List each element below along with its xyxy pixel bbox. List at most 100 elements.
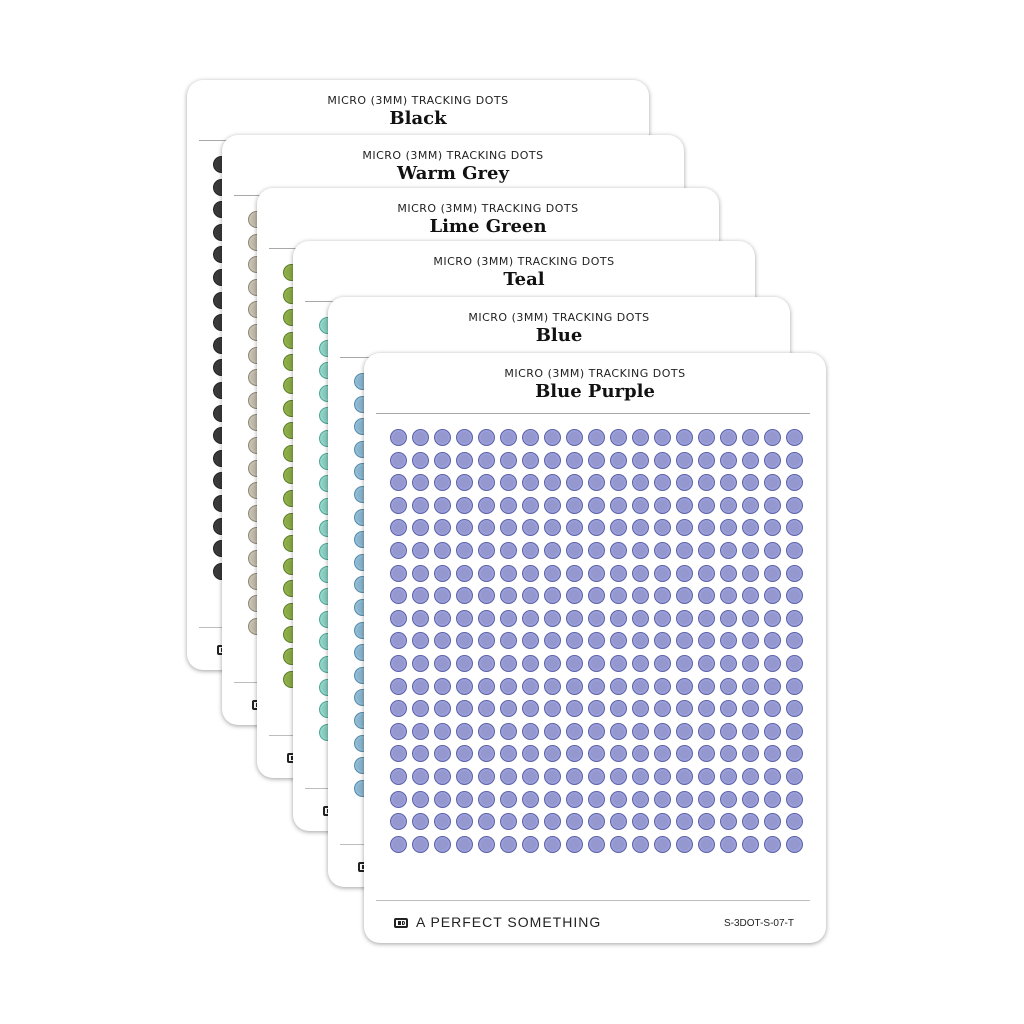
tracking-dot [764,474,781,492]
tracking-dot [698,587,715,605]
tracking-dot [566,790,583,808]
tracking-dot [434,722,451,740]
tracking-dot [610,700,627,718]
tracking-dot [742,745,759,763]
tracking-dot [500,700,517,718]
tracking-dot [742,496,759,514]
tracking-dot [632,677,649,695]
tracking-dot [742,519,759,537]
tracking-dot [456,474,473,492]
tracking-dot [566,541,583,559]
tracking-dot [610,813,627,831]
tracking-dot [588,677,605,695]
tracking-dot [566,609,583,627]
sticker-sheet-blue-purple: MICRO (3MM) TRACKING DOTS Blue Purple A … [364,353,826,943]
tracking-dot [588,835,605,853]
tracking-dot [500,677,517,695]
tracking-dot [654,654,671,672]
tracking-dot [786,767,803,785]
tracking-dot [500,835,517,853]
tracking-dot [698,496,715,514]
tracking-dot [500,722,517,740]
tracking-dot [742,587,759,605]
tracking-dot [566,767,583,785]
tracking-dot [390,429,407,446]
tracking-dot [676,429,693,446]
tracking-dot [654,722,671,740]
tracking-dot [742,722,759,740]
tracking-dot [720,474,737,492]
tracking-dot [456,451,473,469]
tracking-dot [610,496,627,514]
tracking-dot [456,496,473,514]
tracking-dot [390,564,407,582]
tracking-dot [588,451,605,469]
tracking-dot [544,700,561,718]
tracking-dot [786,700,803,718]
tracking-dot [698,722,715,740]
tracking-dot [632,654,649,672]
tracking-dot [412,496,429,514]
tracking-dot [522,813,539,831]
tracking-dot [654,767,671,785]
tracking-dot [456,587,473,605]
tracking-dot [434,632,451,650]
tracking-dot [566,564,583,582]
tracking-dot [434,790,451,808]
tracking-dot [610,609,627,627]
tracking-dot [742,767,759,785]
tracking-dot [720,790,737,808]
tracking-dot [478,429,495,446]
tracking-dot [764,541,781,559]
tracking-dot [522,790,539,808]
tracking-dot [456,745,473,763]
tracking-dot [588,654,605,672]
tracking-dot [676,813,693,831]
tracking-dot [522,587,539,605]
tracking-dot [478,496,495,514]
tracking-dot [456,541,473,559]
tracking-dot [544,496,561,514]
tracking-dot [478,790,495,808]
tracking-dot [742,451,759,469]
tracking-dot [434,835,451,853]
tracking-dot [522,451,539,469]
tracking-dot [434,519,451,537]
tracking-dot [412,813,429,831]
tracking-dot [500,519,517,537]
tracking-dot [676,835,693,853]
tracking-dot [610,745,627,763]
tracking-dot [434,564,451,582]
tracking-dot [566,429,583,446]
tracking-dot [412,609,429,627]
tracking-dot [764,700,781,718]
tracking-dot [478,451,495,469]
tracking-dot [786,654,803,672]
tracking-dot [500,564,517,582]
tracking-dot [698,474,715,492]
tracking-dot [764,587,781,605]
tracking-dot [588,474,605,492]
tracking-dot [720,722,737,740]
tracking-dot [434,496,451,514]
tracking-dot [698,813,715,831]
tracking-dot [456,700,473,718]
tracking-dot [522,564,539,582]
sheet-subtitle: MICRO (3MM) TRACKING DOTS [362,149,544,162]
tracking-dot [412,745,429,763]
tracking-dot [786,474,803,492]
sheet-subtitle: MICRO (3MM) TRACKING DOTS [468,311,650,324]
tracking-dot [588,609,605,627]
tracking-dot [610,632,627,650]
sheet-title: Teal [503,269,545,290]
tracking-dot [434,745,451,763]
tracking-dot [500,451,517,469]
tracking-dot [456,835,473,853]
tracking-dot [478,677,495,695]
tracking-dot [654,429,671,446]
tracking-dot [566,632,583,650]
dot-grid [388,427,804,856]
tracking-dot [456,722,473,740]
tracking-dot [610,767,627,785]
tracking-dot [786,541,803,559]
